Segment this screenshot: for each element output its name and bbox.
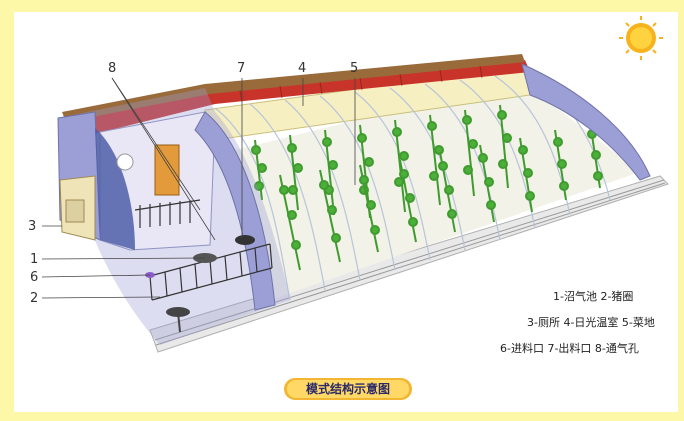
vegetable-plants xyxy=(251,104,603,271)
callout-5: 5 xyxy=(350,61,358,76)
outlet xyxy=(235,235,255,245)
pigsty-door xyxy=(154,144,180,196)
right-end-wall xyxy=(521,63,651,181)
legend: 1-沼气池 2-猪圈 3-厕所 4-日光温室 5-菜地 6-进料口 7-出料口 … xyxy=(500,289,655,355)
sun-icon xyxy=(619,16,663,60)
caption-badge: 模式结构示意图 xyxy=(284,378,412,400)
callout-3: 3 xyxy=(28,219,36,234)
callout-2: 2 xyxy=(30,291,38,306)
partition-wall xyxy=(194,111,276,311)
legend-line-1: 1-沼气池 2-猪圈 xyxy=(553,289,633,303)
pigsty-wall xyxy=(95,111,216,251)
caption: 模式结构示意图 xyxy=(306,381,390,396)
callout-8: 8 xyxy=(108,61,116,76)
callout-6: 6 xyxy=(30,270,38,285)
greenhouse-film xyxy=(214,69,611,301)
ground xyxy=(149,175,669,353)
toilet-room xyxy=(59,175,96,241)
biogas-digester xyxy=(145,235,255,333)
callout-4: 4 xyxy=(298,61,306,76)
pigsty-window xyxy=(116,153,134,171)
leader-lines xyxy=(41,77,356,299)
callout-7: 7 xyxy=(237,61,245,76)
legend-line-2: 3-厕所 4-日光温室 5-菜地 xyxy=(527,315,655,329)
legend-line-3: 6-进料口 7-出料口 8-通气孔 xyxy=(500,341,639,355)
callout-1: 1 xyxy=(30,252,38,267)
